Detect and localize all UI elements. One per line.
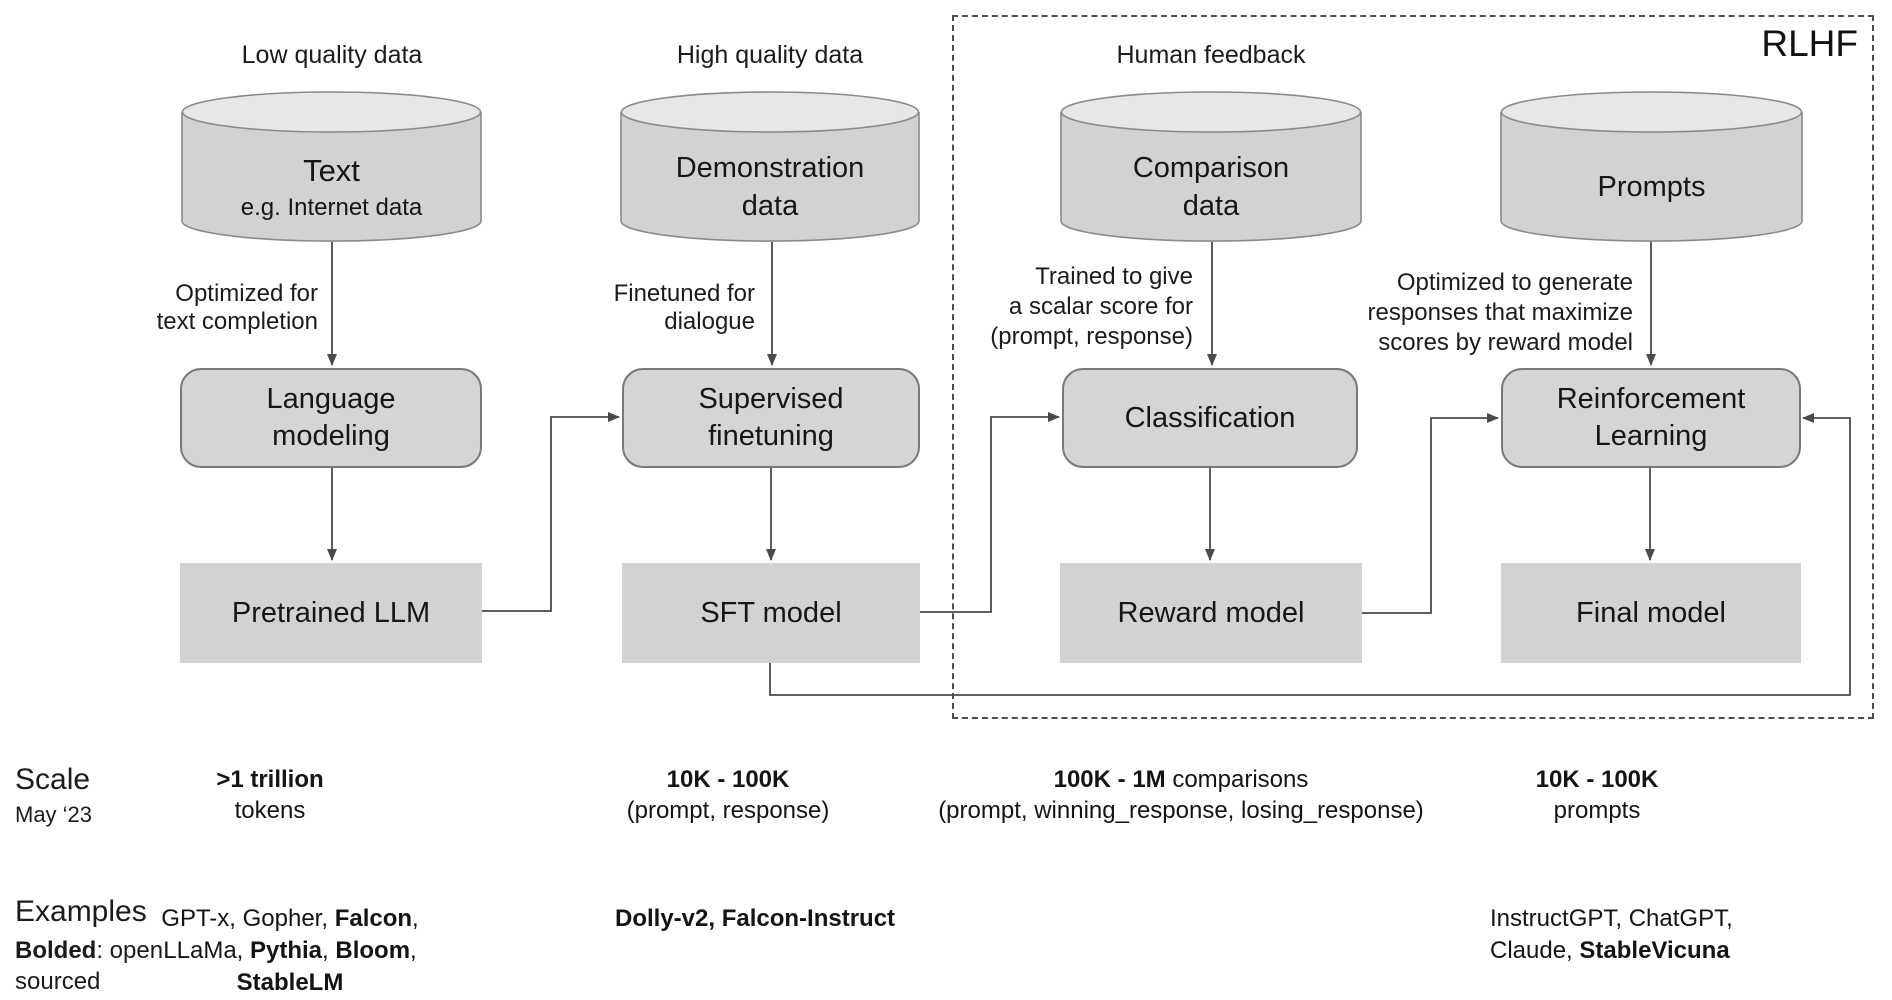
scale-rlhf: 10K - 100K prompts	[1535, 766, 1659, 824]
db-subtitle: e.g. Internet data	[240, 193, 423, 221]
db-title: Text	[303, 152, 360, 188]
optimized-to-maximize-scores-note: Optimized to generate responses that max…	[1367, 269, 1633, 356]
scale-row-date: May ‘23	[15, 802, 93, 827]
rlhf-dashed-box: RLHF	[952, 15, 1874, 719]
reward-model-box: Reward model	[1060, 563, 1362, 663]
text-database-cylinder: Text e.g. Internet data	[181, 90, 482, 242]
final-model-box: Final model	[1501, 563, 1801, 663]
loop-sft-model-to-rl	[769, 413, 1851, 696]
examples-pretraining: GPT-x, Gopher, Falcon, LLaMa, Pythia, Bl…	[161, 905, 419, 996]
elbow-sft-model-to-classification	[920, 412, 1060, 613]
scale-reward-model: 100K - 1M comparisons (prompt, winning_r…	[938, 766, 1424, 824]
database-icon	[1060, 91, 1362, 242]
db-subtitle: data	[741, 190, 799, 222]
human-feedback-label: Human feedback	[1116, 41, 1306, 69]
examples-row-title: Examples	[15, 895, 147, 928]
scale-sft: 10K - 100K (prompt, response)	[626, 766, 830, 824]
finetuned-for-dialogue-note: Finetuned for dialogue	[613, 280, 755, 335]
rlhf-label: RLHF	[1761, 23, 1858, 64]
scale-row-title: Scale	[15, 763, 91, 796]
elbow-pretrained-llm-to-sft	[482, 412, 620, 612]
demonstration-data-cylinder: Demonstration data	[620, 90, 920, 242]
sft-model-box: SFT model	[622, 563, 920, 663]
prompts-cylinder: Prompts	[1500, 90, 1803, 242]
supervised-finetuning-box: Supervised finetuning	[622, 368, 920, 468]
db-subtitle: data	[1182, 190, 1240, 222]
db-title: Comparison	[1132, 151, 1290, 184]
examples-rlhf: InstructGPT, ChatGPT, Claude, StableVicu…	[1490, 905, 1733, 964]
high-quality-data-label: High quality data	[676, 41, 864, 69]
examples-row-legend: Bolded: open sourced	[15, 937, 164, 995]
db-title: Prompts	[1597, 170, 1706, 203]
database-icon	[620, 91, 920, 242]
comparison-data-cylinder: Comparison data	[1060, 90, 1362, 242]
db-title: Demonstration	[675, 151, 865, 184]
classification-box: Classification	[1062, 368, 1358, 468]
optimized-for-text-completion-note: Optimized for text completion	[156, 280, 318, 335]
language-modeling-box: Language modeling	[180, 368, 482, 468]
examples-sft: Dolly-v2, Falcon-Instruct	[615, 905, 896, 932]
pretrained-llm-box: Pretrained LLM	[180, 563, 482, 663]
reinforcement-learning-box: Reinforcement Learning	[1501, 368, 1801, 468]
database-icon	[1500, 91, 1803, 242]
elbow-reward-model-to-rl	[1362, 413, 1499, 614]
low-quality-data-label: Low quality data	[241, 41, 423, 69]
scale-pretraining: >1 trillion tokens	[216, 766, 324, 824]
database-icon	[181, 91, 482, 242]
trained-to-give-scalar-score-note: Trained to give a scalar score for (prom…	[990, 263, 1193, 350]
